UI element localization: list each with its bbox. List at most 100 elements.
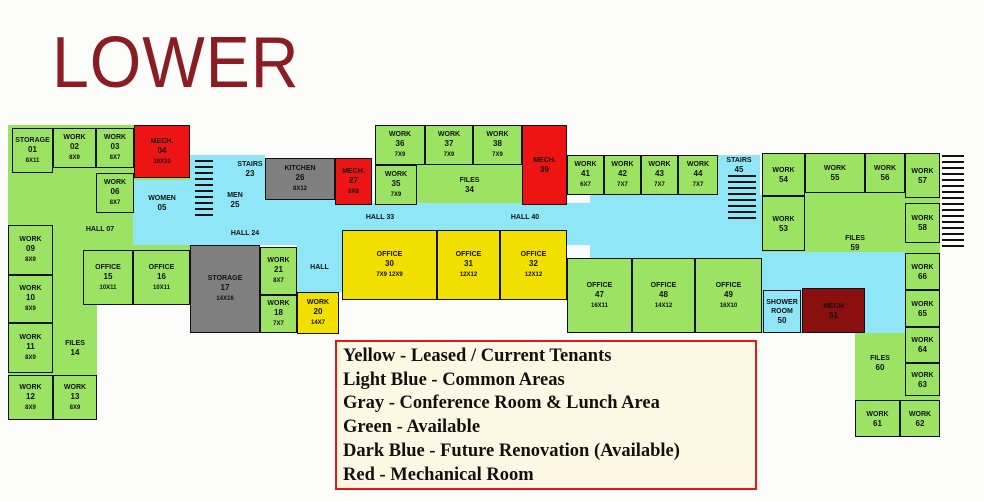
room-number: 34 xyxy=(465,185,474,194)
room-number: 54 xyxy=(779,174,788,184)
room-size: 8X9 xyxy=(25,404,36,411)
room-size: 7X9 xyxy=(443,152,455,158)
room-name: WORK xyxy=(267,300,290,307)
room-number: 26 xyxy=(295,173,305,182)
room-number: 11 xyxy=(26,342,35,351)
room-name: HALL 33 xyxy=(365,213,395,221)
room-number: 16 xyxy=(157,271,166,281)
room-number: 35 xyxy=(391,179,401,188)
room-number: 32 xyxy=(529,259,538,268)
floor-title: LOWER xyxy=(52,23,300,103)
room-number: 44 xyxy=(693,169,703,178)
room-size: 16X10 xyxy=(719,302,738,309)
room-number: 13 xyxy=(70,391,80,401)
room-number: 48 xyxy=(659,289,668,299)
room-number: 18 xyxy=(274,308,283,317)
room-number: 53 xyxy=(779,223,788,233)
room-number: 55 xyxy=(830,173,840,182)
room-number: 03 xyxy=(110,142,120,151)
room-size: 8X9 xyxy=(69,404,81,411)
room-size: 8X8 xyxy=(348,188,359,195)
room-size: 8X7 xyxy=(273,278,284,284)
room-hall-40: HALL 40 xyxy=(495,210,555,224)
room-number: 14 xyxy=(70,348,80,357)
color-legend: Yellow - Leased / Current Tenants Light … xyxy=(335,340,757,490)
room-size: 8X11 xyxy=(25,157,40,164)
room-name: STORAGE xyxy=(207,275,243,282)
room-number: 63 xyxy=(918,379,927,389)
room-name: FILES xyxy=(65,340,85,347)
legend-item-leased: Yellow - Leased / Current Tenants xyxy=(343,346,612,366)
room-number: 39 xyxy=(540,165,549,174)
room-name: HALL 40 xyxy=(510,213,540,221)
room-number: 65 xyxy=(918,308,927,318)
room-name: WORK xyxy=(306,299,330,306)
room-hall-07: HALL 07 xyxy=(60,222,140,236)
room-name: WORK xyxy=(267,257,290,264)
room-name: MECH xyxy=(823,302,844,310)
room-size: 12X12 xyxy=(524,272,543,278)
room-name: WORK xyxy=(908,410,932,418)
legend-item-common: Light Blue - Common Areas xyxy=(343,369,565,390)
floor-area xyxy=(297,230,342,292)
room-name: WORK xyxy=(486,131,509,138)
room-name: WORK xyxy=(574,161,597,168)
room-name: STORAGE xyxy=(15,136,50,144)
room-name: KITCHEN xyxy=(284,165,316,172)
room-name: WORK xyxy=(19,285,42,292)
room-number: 50 xyxy=(777,316,787,325)
room-name: FILES xyxy=(845,235,865,242)
room-size: 10X10 xyxy=(153,158,171,165)
room-size: 14X16 xyxy=(216,296,234,302)
room-name: MEN xyxy=(227,192,243,199)
room-number: 60 xyxy=(875,363,885,372)
room-size: 14X7 xyxy=(310,320,325,326)
room-name: WORK xyxy=(911,300,934,308)
room-size: 8X9 xyxy=(25,306,36,312)
room-number: 38 xyxy=(493,139,502,148)
room-size: 8X7 xyxy=(109,200,121,206)
room-name: WORK xyxy=(772,166,795,174)
room-number: 37 xyxy=(444,139,454,148)
room-name: OFFICE xyxy=(455,251,482,258)
room-name: WORK xyxy=(873,165,897,172)
room-name: WORK xyxy=(63,383,87,391)
room-number: 31 xyxy=(464,259,473,268)
room-name: WORK xyxy=(437,131,461,138)
room-number: 61 xyxy=(873,418,882,428)
room-name: SHOWER ROOM xyxy=(766,299,798,315)
room-size: 8X9 xyxy=(69,155,80,161)
room-number: 01 xyxy=(28,144,37,154)
room-number: 05 xyxy=(157,202,167,212)
legend-item-renovation: Dark Blue - Future Renovation (Available… xyxy=(343,440,680,461)
legend-item-conference: Gray - Conference Room & Lunch Area xyxy=(343,393,660,414)
room-name: WORK xyxy=(103,134,127,141)
room-size: 7X9 xyxy=(492,152,503,158)
room-size: 7X9 12X9 xyxy=(376,272,403,278)
